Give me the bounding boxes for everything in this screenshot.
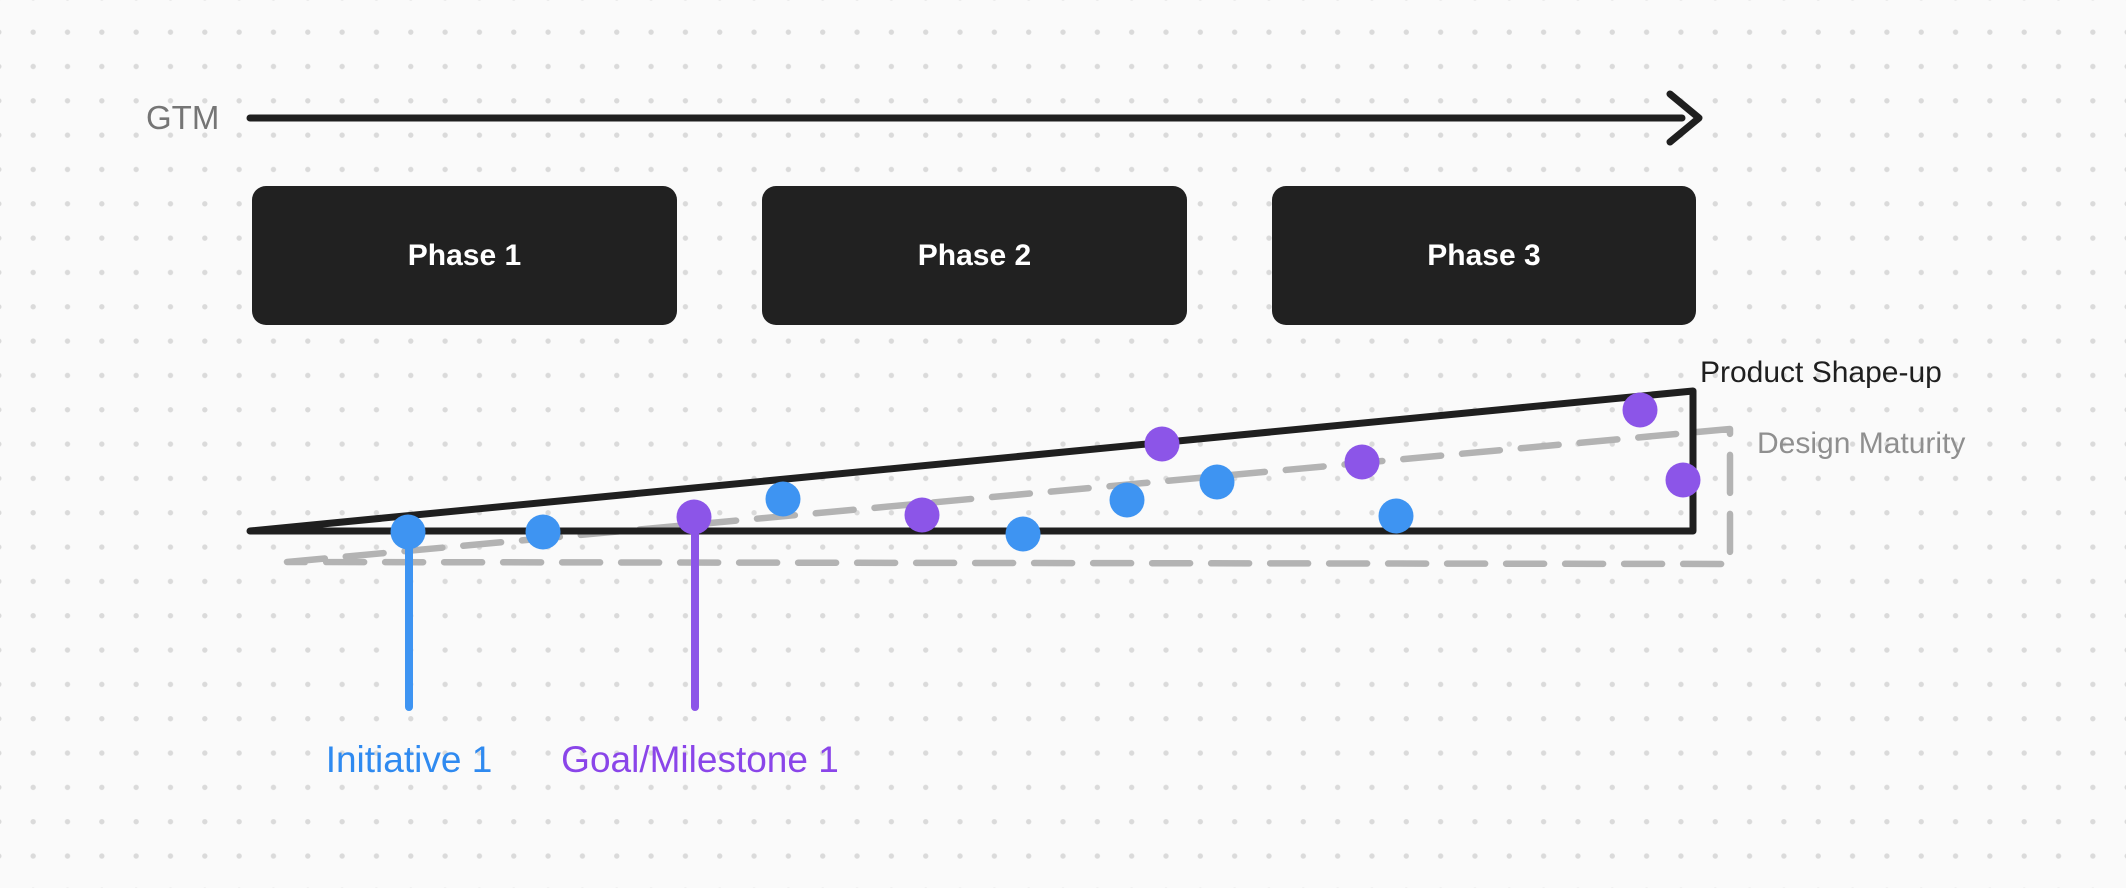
goal-milestone-dot[interactable] (1665, 462, 1701, 498)
goal-milestone-dot[interactable] (676, 499, 712, 535)
initiative-dot[interactable] (1109, 482, 1145, 518)
phase-3-box[interactable]: Phase 3 (1272, 186, 1696, 325)
initiative-dot[interactable] (1005, 516, 1041, 552)
goal-milestone-dot[interactable] (1344, 444, 1380, 480)
initiative-dot[interactable] (1199, 464, 1235, 500)
phase-1-label: Phase 1 (407, 238, 522, 272)
initiative-dot[interactable] (1378, 498, 1414, 534)
goal-milestone-dot[interactable] (1144, 426, 1180, 462)
product-shapeup-triangle[interactable] (246, 387, 1697, 535)
initiative-dot[interactable] (525, 514, 561, 550)
initiative-dots (390, 464, 1414, 552)
design-maturity-dashed-wedge[interactable] (283, 425, 1734, 568)
goal-milestone-dot[interactable] (904, 497, 940, 533)
initiative-dot[interactable] (390, 514, 426, 550)
initiative-dot[interactable] (765, 481, 801, 517)
phase-2-box[interactable]: Phase 2 (762, 186, 1187, 325)
design-maturity-label[interactable]: Design Maturity (1757, 427, 1966, 460)
phase-3-label: Phase 3 (1427, 238, 1541, 272)
phase-1-box[interactable]: Phase 1 (252, 186, 677, 325)
goal-milestone-legend-label[interactable]: Goal/Milestone 1 (561, 739, 839, 780)
initiative-legend-label[interactable]: Initiative 1 (325, 739, 493, 780)
phase-2-label: Phase 2 (917, 238, 1032, 272)
product-shapeup-label[interactable]: Product Shape-up (1700, 356, 1942, 389)
gtm-arrow[interactable] (246, 90, 1703, 146)
gtm-arrowhead-icon[interactable] (1666, 90, 1703, 146)
gtm-label[interactable]: GTM (146, 99, 220, 136)
goal-dots (676, 392, 1701, 535)
goal-milestone-dot[interactable] (1622, 392, 1658, 428)
